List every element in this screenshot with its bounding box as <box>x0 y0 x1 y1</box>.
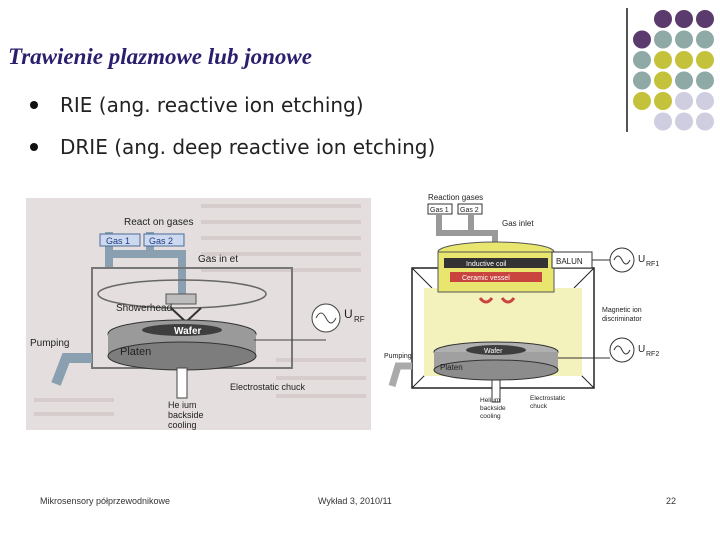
helium-label-1: He ium <box>168 400 197 410</box>
decorative-dot <box>696 92 714 110</box>
footer-course: Mikrosensory półprzewodnikowe <box>40 496 171 506</box>
bullet-icon <box>30 143 38 151</box>
gas-pipe <box>105 250 185 258</box>
bullet-text: DRIE (ang. deep reactive ion etching) <box>60 135 436 159</box>
gas2-label: Gas 2 <box>149 236 173 246</box>
rf-label: U <box>344 307 353 321</box>
wafer-shape <box>466 345 526 355</box>
gas-pipe <box>436 214 442 234</box>
wafer-label: Wafer <box>484 348 503 355</box>
helium-label-2: backside <box>480 405 506 412</box>
gas2-label: Gas 2 <box>460 207 479 214</box>
reaction-gases-label: React on gases <box>124 217 194 228</box>
rf-sub-label: RF <box>354 315 365 324</box>
decorative-dot <box>654 112 672 131</box>
showerhead <box>97 279 267 309</box>
decorative-dot <box>654 30 672 49</box>
decorative-dot <box>633 30 651 49</box>
gas-inlet-label: Gas inlet <box>502 219 534 228</box>
helium-label-2: backside <box>168 410 204 420</box>
gas2-box <box>143 233 185 247</box>
decorative-dot <box>633 51 651 69</box>
footer-lecture: Wykład 3, 2010/11 <box>318 496 392 506</box>
gas1-label: Gas 1 <box>430 207 449 214</box>
helium-arrow-icon <box>491 379 501 403</box>
magnetic-label-2: discriminator <box>602 316 642 323</box>
showerhead-nozzle <box>165 293 197 305</box>
decorative-dot <box>696 30 714 49</box>
gas-pipe <box>436 230 498 236</box>
decorative-dot <box>696 71 714 90</box>
decorative-dot <box>654 92 672 110</box>
reaction-gases-label: Reaction gases <box>428 193 483 202</box>
rf2-sub-label: RF2 <box>646 351 659 358</box>
helium-label-1: Helium <box>480 397 500 404</box>
rf1-label: U <box>638 254 645 265</box>
ceramic-vessel-band <box>450 272 542 282</box>
rf2-label: U <box>638 344 645 355</box>
inductive-coil <box>444 258 548 268</box>
inductive-coil-label: Inductive coil <box>466 261 507 268</box>
platen-label: Platen <box>120 346 151 358</box>
decorative-dot <box>696 51 714 69</box>
decorative-dot <box>633 92 651 110</box>
decorative-dot <box>675 92 693 110</box>
helium-label-3: cooling <box>168 420 197 430</box>
pumping-arrow-icon <box>51 353 92 386</box>
magnetic-label-1: Magnetic ion <box>602 307 642 314</box>
rie-diagram: React on gases Gas 1 Gas 2 Gas in et Sho… <box>26 198 371 430</box>
decorative-dot <box>654 51 672 69</box>
decorative-dot <box>675 112 693 131</box>
decorative-dot <box>675 10 693 28</box>
plasma-arrows <box>478 297 516 304</box>
helium-arrow-icon <box>176 367 188 399</box>
pumping-label: Pumping <box>30 338 69 349</box>
chamber-corners <box>411 267 595 389</box>
bullet-icon <box>30 101 38 109</box>
esc-label: Electrostatic chuck <box>230 382 306 392</box>
decorative-dot <box>654 10 672 28</box>
decorative-dot <box>696 112 714 131</box>
platen-label: Platen <box>440 363 463 372</box>
gas-inlet-label: Gas in et <box>198 254 238 265</box>
rf1-sub-label: RF1 <box>646 261 659 268</box>
decorative-dot <box>675 71 693 90</box>
drie-diagram: Reaction gases Gas 1 Gas 2 Gas inlet Ind… <box>382 190 666 422</box>
pumping-arrow-icon <box>388 362 412 388</box>
showerhead-label: Showerhead <box>116 303 172 314</box>
esc-label-1: Electrostatic <box>530 395 566 402</box>
sine-wave-icon <box>613 255 631 265</box>
pumping-label: Pumping <box>384 353 412 360</box>
gas-pipe <box>468 214 474 234</box>
balun-label: BALUN <box>556 257 583 266</box>
gas-pipe <box>492 230 498 252</box>
background-text-lines <box>34 204 366 416</box>
decorative-dot <box>633 71 651 90</box>
slide-title: Trawienie plazmowe lub jonowe <box>8 44 312 69</box>
decorative-dot <box>675 30 693 49</box>
helium-label-3: cooling <box>480 413 501 420</box>
wafer-label: Wafer <box>174 326 202 337</box>
decorative-dot <box>696 10 714 28</box>
decorative-divider <box>626 8 628 132</box>
gas1-box <box>99 233 141 247</box>
ceramic-vessel-label: Ceramic vessel <box>462 275 510 282</box>
footer-page-number: 22 <box>666 496 677 506</box>
decorative-dot <box>654 71 672 90</box>
gas-pipe <box>178 250 186 300</box>
bullet-text: RIE (ang. reactive ion etching) <box>60 93 364 117</box>
wafer-shape <box>142 324 222 336</box>
sine-wave-icon <box>613 345 631 355</box>
decorative-dot-grid <box>633 10 714 131</box>
esc-label-2: chuck <box>530 403 548 410</box>
decorative-dot <box>675 51 693 69</box>
sine-wave-icon <box>315 312 337 324</box>
gas1-label: Gas 1 <box>106 236 130 246</box>
